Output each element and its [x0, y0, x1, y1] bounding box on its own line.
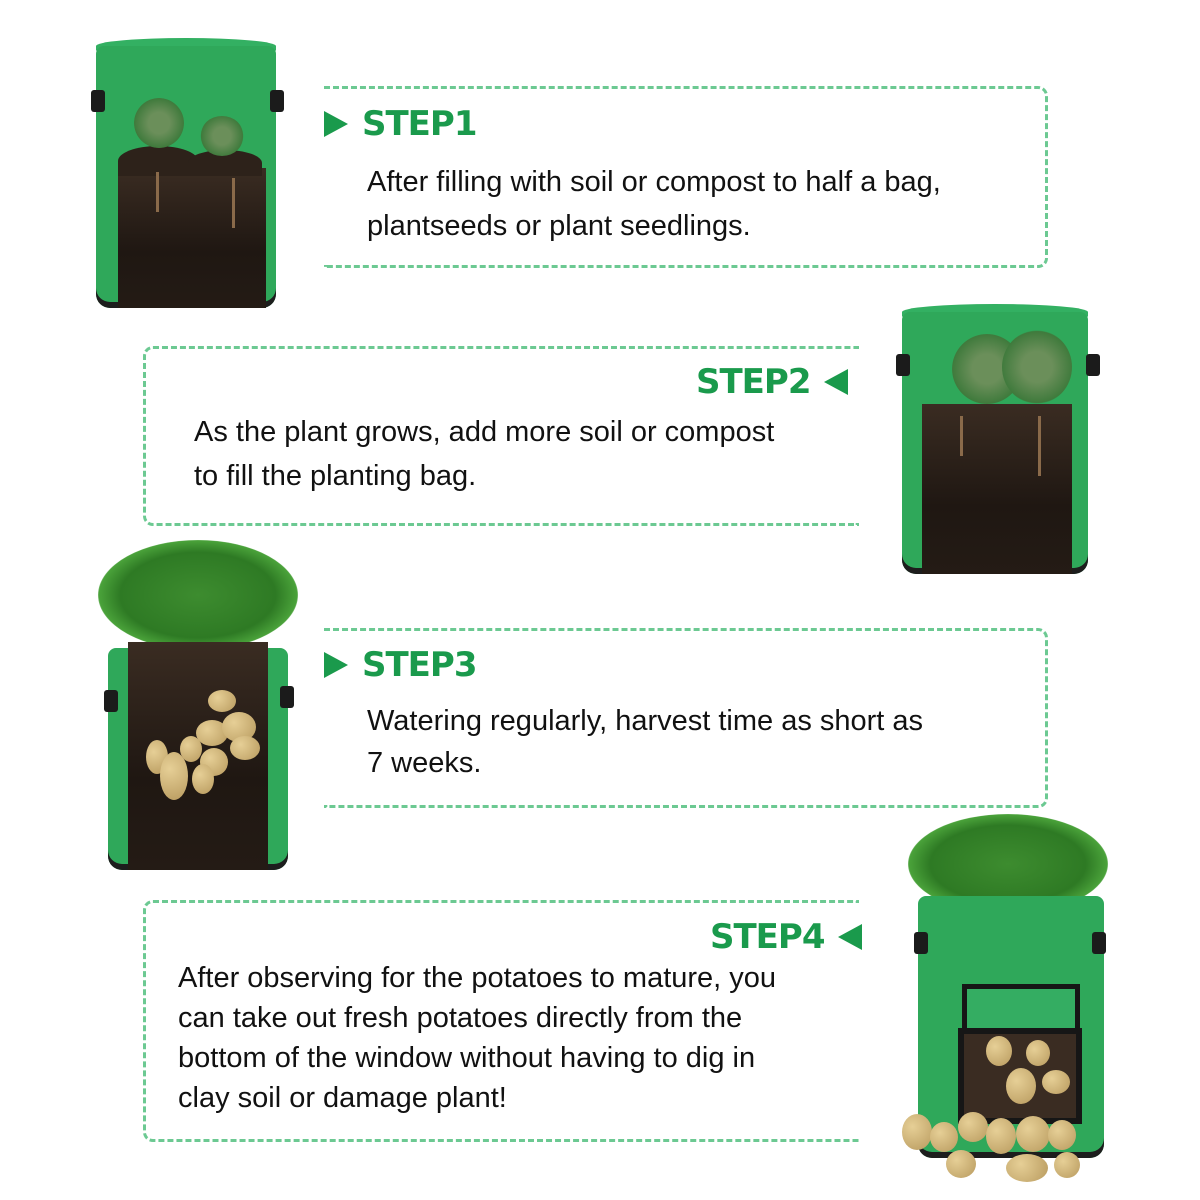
step2-description: As the plant grows, add more soil or com…	[194, 416, 775, 492]
step1-bag-image	[82, 38, 292, 318]
step4-card	[143, 900, 859, 1142]
step2-bag-image	[892, 304, 1104, 580]
step3-card	[324, 628, 1048, 808]
step1-title: STEP1	[324, 104, 477, 144]
triangle-right-icon	[324, 652, 348, 678]
step4-bag-image	[896, 814, 1120, 1184]
step3-title: STEP3	[324, 645, 477, 685]
step3-bag-image	[94, 540, 304, 876]
triangle-right-icon	[324, 111, 348, 137]
step4-title: STEP4	[710, 917, 863, 957]
triangle-left-icon	[824, 369, 849, 395]
step1-description: After filling with soil or compost to ha…	[367, 166, 941, 242]
step1-card	[324, 86, 1048, 268]
step2-card	[143, 346, 859, 526]
step2-title: STEP2	[696, 362, 849, 402]
step3-description: Watering regularly, harvest time as shor…	[367, 705, 924, 779]
triangle-left-icon	[838, 924, 863, 950]
step4-description: After observing for the potatoes to matu…	[178, 962, 777, 1114]
